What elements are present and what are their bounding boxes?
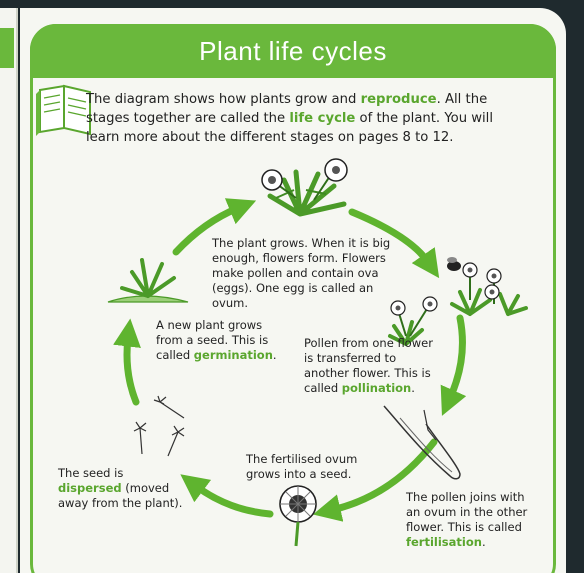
book-icon xyxy=(36,84,91,136)
arrow-fertilisation-to-seed xyxy=(312,438,438,522)
keyword-pollination: pollination xyxy=(341,381,412,395)
facing-page-edge xyxy=(0,8,18,573)
keyword-dispersed: dispersed xyxy=(58,481,122,495)
lower-flowers-icon xyxy=(388,296,438,346)
keyword-reproduce: reproduce xyxy=(360,92,437,107)
arrow-pollination-to-fertilisation xyxy=(440,314,467,416)
germination-punct: . xyxy=(272,348,277,362)
seed-head-icon xyxy=(279,485,317,547)
fertilisation-punct: . xyxy=(481,535,486,549)
pollen-tube-icon xyxy=(383,405,461,480)
intro-paragraph: The diagram shows how plants grow and re… xyxy=(86,90,526,147)
pollination-punct: . xyxy=(411,381,415,395)
stage-seed-text: The fertilised ovum grows into a seed. xyxy=(246,452,358,481)
dispersed-rest: (moved away from the plant). xyxy=(58,481,183,510)
intro-text-1: The diagram shows how plants grow and xyxy=(86,92,361,107)
arrow-seed-to-dispersal xyxy=(180,474,274,518)
dandelion-plant-icon xyxy=(261,158,348,217)
insect-icon xyxy=(447,257,461,271)
intro-text-2: . All the stages together are called the xyxy=(86,92,488,126)
pollination-flowers-icon xyxy=(450,262,528,316)
keyword-germination: germination xyxy=(193,348,273,362)
pollination-text: Pollen from one flower is transferred to… xyxy=(304,336,433,395)
arrow-dispersal-to-germination xyxy=(113,318,141,406)
page-title: Plant life cycles xyxy=(199,35,387,66)
intro-text-3: of the plant. You will learn more about … xyxy=(86,111,494,145)
keyword-fertilisation: fertilisation xyxy=(406,535,482,549)
book-page: Plant life cycles xyxy=(20,8,566,573)
title-bar: Plant life cycles xyxy=(30,24,556,78)
cycle-arrows xyxy=(113,198,467,522)
arrow-grow-to-pollination xyxy=(348,208,440,279)
fertilisation-text: The pollen joins with an ovum in the oth… xyxy=(406,490,528,534)
seedling-icon xyxy=(107,258,189,303)
germination-text: A new plant grows from a seed. This is c… xyxy=(156,318,269,362)
stage-pollination-text: Pollen from one flower is transferred to… xyxy=(304,336,444,396)
stage-dispersed-text: The seed is dispersed (moved away from t… xyxy=(58,466,188,511)
floating-seeds-icon xyxy=(133,395,185,457)
dispersed-text: The seed is xyxy=(58,466,124,480)
arrow-germination-to-grow xyxy=(172,198,257,256)
keyword-life-cycle: life cycle xyxy=(289,111,356,126)
facing-page-band xyxy=(0,28,14,68)
stage-fertilisation-text: The pollen joins with an ovum in the oth… xyxy=(406,490,538,550)
stage-grows-text: The plant grows. When it is big enough, … xyxy=(212,236,391,310)
stage-germination-text: A new plant grows from a seed. This is c… xyxy=(156,318,284,363)
